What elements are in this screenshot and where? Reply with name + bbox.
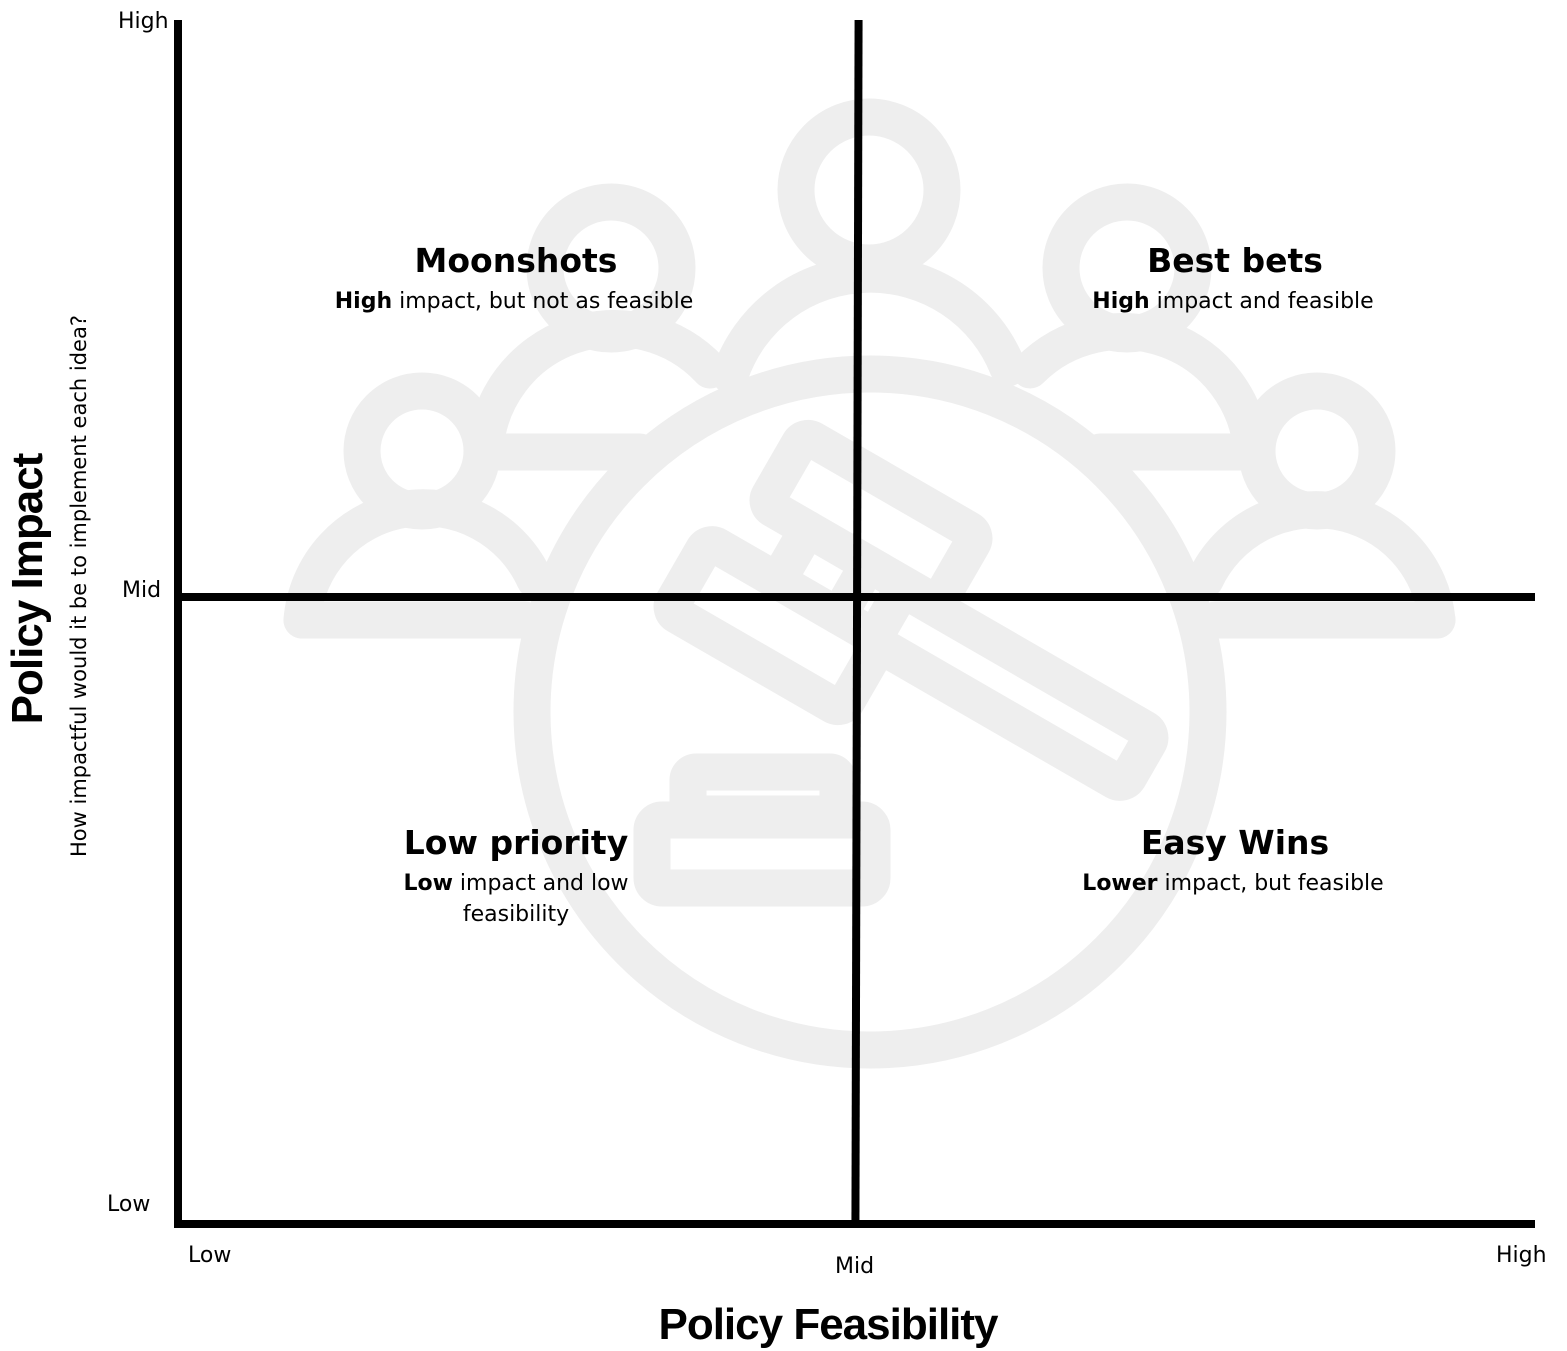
easy-wins-title: Easy Wins: [1140, 823, 1330, 862]
best-bets-description: High impact and feasible: [1092, 286, 1373, 317]
y-axis-title: Policy Impact: [3, 453, 52, 725]
moonshots-emphasis: High: [334, 289, 393, 314]
easy-wins-text: impact, but feasible: [1157, 871, 1384, 896]
y-axis-subtitle: How impactful would it be to implement e…: [67, 315, 91, 857]
y-axis-line: [174, 20, 182, 1228]
low-priority-description: Low impact and low feasibility: [396, 868, 636, 930]
moonshots-title: Moonshots: [414, 241, 618, 280]
x-axis-title: Policy Feasibility: [658, 1300, 998, 1349]
low-priority-title: Low priority: [403, 823, 629, 862]
best-bets-emphasis: High: [1092, 289, 1150, 314]
horizontal-mid-line: [178, 593, 1535, 601]
low-priority-text: impact and low feasibility: [452, 871, 629, 927]
x-tick-low: Low: [188, 1243, 232, 1268]
easy-wins-emphasis: Lower: [1082, 871, 1158, 896]
moonshots-text: impact, but not as feasible: [392, 289, 694, 314]
low-priority-emphasis: Low: [403, 871, 453, 896]
y-tick-low: Low: [107, 1192, 151, 1217]
x-tick-high: High: [1496, 1243, 1547, 1268]
best-bets-text: impact and feasible: [1149, 289, 1374, 314]
best-bets-title: Best bets: [1147, 241, 1323, 280]
x-tick-mid: Mid: [835, 1254, 875, 1279]
y-tick-high: High: [118, 9, 169, 34]
easy-wins-description: Lower impact, but feasible: [1082, 868, 1383, 899]
moonshots-description: High impact, but not as feasible: [335, 286, 694, 317]
y-tick-mid: Mid: [122, 578, 162, 603]
